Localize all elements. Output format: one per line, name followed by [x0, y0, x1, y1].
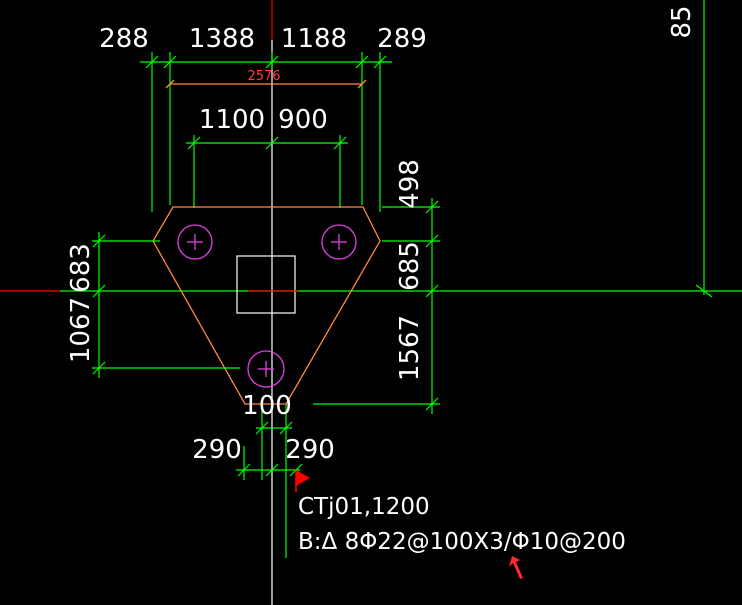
tick-pile-mid [265, 136, 279, 150]
cap-label[interactable]: CTj01,1200 [298, 494, 430, 520]
tick-bottom-100-left [255, 421, 269, 435]
right-frame-tick [695, 284, 713, 298]
arrow-cursor-icon [509, 556, 523, 579]
reinforcement-spec[interactable]: B:Δ 8Φ22@100X3/Φ10@200 [298, 529, 626, 555]
dim-left-1067: 1067 [66, 297, 96, 363]
dim-top-1188: 1188 [281, 24, 347, 54]
pile-circle-left [177, 224, 213, 260]
tick-left-2 [92, 284, 106, 298]
dim-bottom-290-left: 290 [192, 435, 242, 465]
tick-pile-left [187, 136, 201, 150]
tick-bottom-b [265, 463, 279, 477]
dim-ticks-top [145, 55, 387, 69]
dim-bottom-290-right: 290 [285, 435, 335, 465]
pile-circle-right [321, 224, 357, 260]
tick-right-3 [425, 284, 439, 298]
tick-left-3 [92, 361, 106, 375]
tick-bottom-a [237, 463, 251, 477]
dim-bottom-100: 100 [242, 391, 292, 421]
dim-pile-900: 900 [278, 105, 328, 135]
pile-circle-bottom [247, 350, 285, 388]
dim-top-1388: 1388 [189, 24, 255, 54]
tick-right-1 [425, 200, 439, 214]
pile-bottom[interactable] [247, 350, 285, 388]
dim-right-1567: 1567 [395, 315, 425, 381]
tick-right-2 [425, 234, 439, 248]
dim-top-288: 288 [99, 24, 149, 54]
dim-top-289: 289 [377, 24, 427, 54]
dim-left-683: 683 [66, 243, 96, 293]
dim-top-right-partial: 85 [667, 5, 697, 38]
tick-right-4 [425, 397, 439, 411]
overall-tick-right [357, 79, 367, 89]
dim-pile-1100: 1100 [199, 105, 265, 135]
column-rectangle[interactable] [236, 255, 296, 314]
dim-right-498: 498 [395, 159, 425, 209]
tick-left-1 [92, 234, 106, 248]
pile-left[interactable] [177, 224, 213, 260]
dim-right-685: 685 [395, 241, 425, 291]
dim-overall-2576: 2576 [247, 69, 280, 84]
flag-marker-icon[interactable] [295, 470, 310, 492]
pile-right[interactable] [321, 224, 357, 260]
tick-pile-right [333, 136, 347, 150]
tick-bottom-100-right [279, 421, 293, 435]
overall-tick-left [165, 79, 175, 89]
